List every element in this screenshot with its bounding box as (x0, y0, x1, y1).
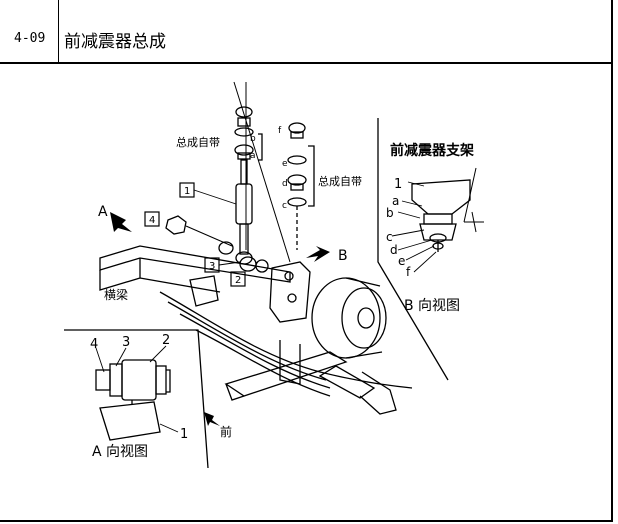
letter-e-right: e (282, 159, 288, 169)
box-leader-lines (193, 189, 241, 266)
arrows (110, 212, 330, 426)
shock-absorber (235, 159, 253, 265)
axle-drum (224, 277, 387, 401)
label-crossbeam: 横梁 (104, 287, 128, 302)
arrow-b-icon (306, 246, 330, 262)
view-a-leader-lines (95, 345, 179, 433)
letter-b-top: b (250, 134, 256, 144)
letter-a-top: a (250, 151, 256, 161)
box-4-number: 4 (149, 215, 155, 226)
code-cell: 4-09 (0, 0, 59, 62)
view-b-inset-border (377, 118, 449, 381)
view-a-number-3: 3 (122, 335, 130, 350)
label-front: 前 (220, 424, 232, 439)
letter-c-right: c (282, 201, 287, 211)
label-a: A (98, 204, 108, 220)
box-3-number: 3 (209, 261, 215, 272)
view-a-number-2: 2 (162, 333, 170, 348)
arrow-front-icon (204, 412, 220, 426)
view-a-drawing (95, 359, 171, 441)
bracket-letter-d: d (390, 243, 398, 257)
washer-part (218, 241, 234, 255)
bracket-number-1: 1 (394, 177, 402, 192)
label-assembly-top: 总成自带 (176, 135, 220, 149)
group-bracket-right (308, 145, 315, 207)
label-assembly-right: 总成自带 (318, 174, 362, 188)
leaf-spring (159, 275, 413, 397)
header-divider (0, 62, 613, 64)
box-4 (144, 211, 160, 227)
view-a-number-4: 4 (90, 337, 98, 352)
bracket-letter-c: c (386, 230, 393, 244)
page-title: 前减震器总成 (64, 32, 166, 52)
crossbeam (99, 245, 291, 293)
letter-d-right: d (282, 179, 288, 189)
box-2 (230, 271, 246, 287)
box-2-number: 2 (235, 275, 241, 286)
bracket-letter-e: e (398, 254, 405, 268)
bracket-detail-drawing (411, 167, 484, 252)
group-bracket-top (258, 133, 263, 161)
bracket-letter-a: a (392, 194, 399, 208)
view-a-inset-border (64, 329, 209, 469)
label-bracket-title: 前减震器支架 (390, 142, 474, 159)
label-view-b: B 向视图 (404, 298, 460, 314)
bracket-letter-f: f (406, 265, 411, 279)
bracket-leader-lines (391, 181, 437, 273)
u-bolt-clamp (279, 340, 397, 415)
mount-bracket (269, 261, 311, 323)
arrow-a-icon (110, 212, 132, 232)
bracket-letter-b: b (386, 206, 394, 220)
box-1-number: 1 (184, 186, 190, 197)
nut-part (165, 215, 233, 247)
right-bushing-stack (287, 122, 307, 250)
top-bushing-stack (234, 106, 254, 160)
section-code: 4-09 (14, 31, 46, 46)
leader-fan-left (233, 81, 291, 263)
label-b: B (338, 248, 348, 264)
label-view-a: A 向视图 (92, 444, 148, 460)
letter-f-right: f (278, 126, 282, 136)
view-a-number-1: 1 (180, 427, 188, 442)
